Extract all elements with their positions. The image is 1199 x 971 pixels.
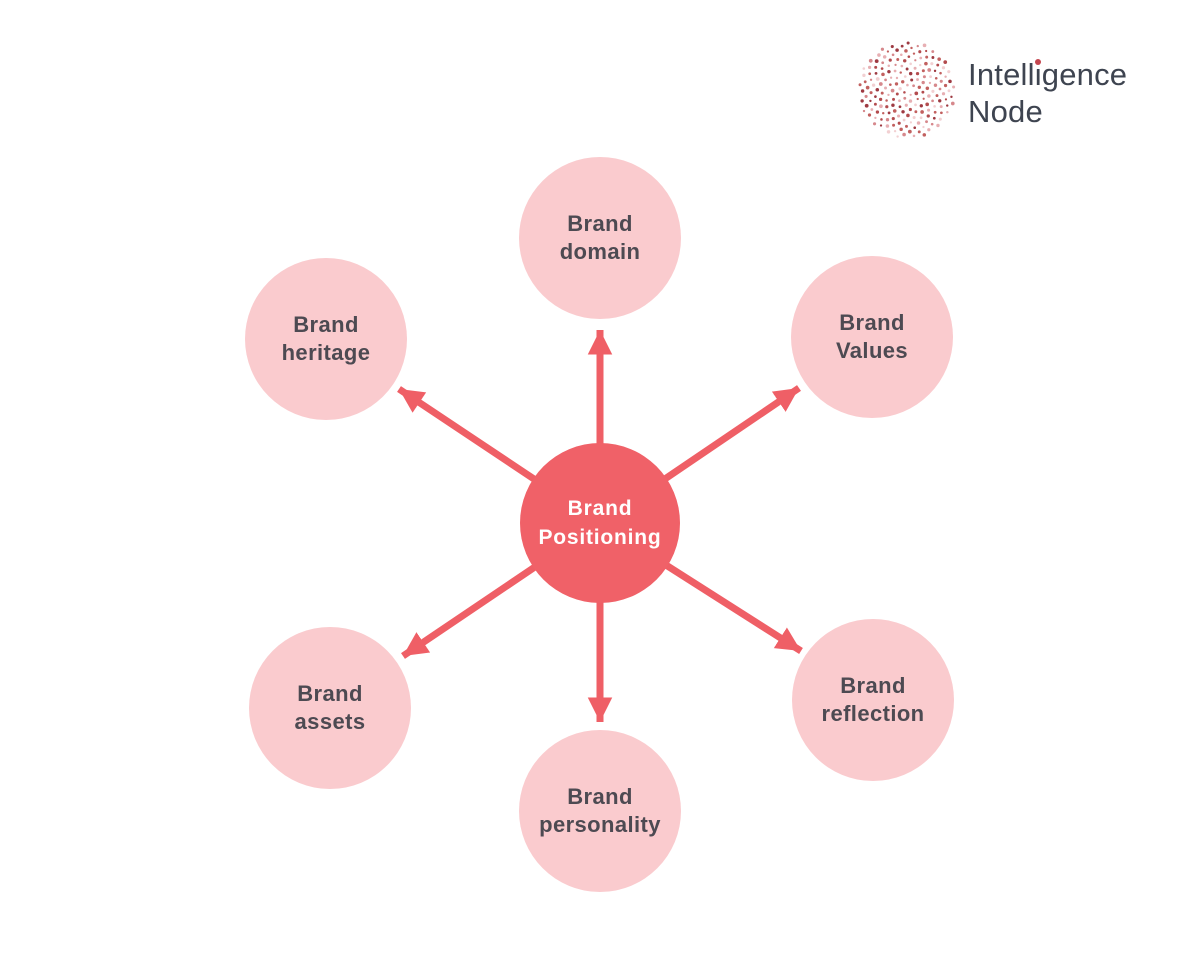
- node-brand-heritage: Brand heritage: [245, 258, 407, 420]
- node-label-line: Brand: [297, 681, 363, 706]
- node-label-line: Positioning: [538, 526, 662, 549]
- node-brand-assets: Brand assets: [249, 627, 411, 789]
- logo-word-part: gence: [1041, 57, 1128, 92]
- node-brand-domain: Brand domain: [519, 157, 681, 319]
- logo-wordmark-line2: Node: [968, 94, 1043, 129]
- node-label-line: assets: [294, 709, 366, 734]
- node-label-line: Values: [835, 338, 909, 363]
- node-label-line: domain: [559, 239, 641, 264]
- logo-red-dot-i: i: [1034, 57, 1042, 92]
- node-label-line: reflection: [821, 701, 925, 726]
- logo-wordmark: Intelligence Node: [968, 56, 1127, 130]
- node-brand-personality: Brand personality: [519, 730, 681, 892]
- logo-wordmark-line1: Intelligence: [968, 56, 1127, 93]
- node-label-line: Brand: [567, 211, 633, 236]
- node-brand-reflection: Brand reflection: [792, 619, 954, 781]
- node-brand-values: Brand Values: [791, 256, 953, 418]
- node-label-line: Brand: [839, 310, 905, 335]
- node-brand-positioning: Brand Positioning: [520, 443, 680, 603]
- logo-word-part: Intell: [968, 57, 1035, 92]
- node-label-line: Brand: [567, 497, 633, 520]
- intelligence-node-logo: Intelligence Node: [857, 40, 1127, 140]
- node-label-line: heritage: [281, 340, 371, 365]
- node-label-line: Brand: [840, 673, 906, 698]
- dotted-sphere-logo-icon: [858, 41, 956, 138]
- node-label-line: personality: [539, 812, 661, 837]
- node-label-line: Brand: [567, 784, 633, 809]
- node-label-line: Brand: [293, 312, 359, 337]
